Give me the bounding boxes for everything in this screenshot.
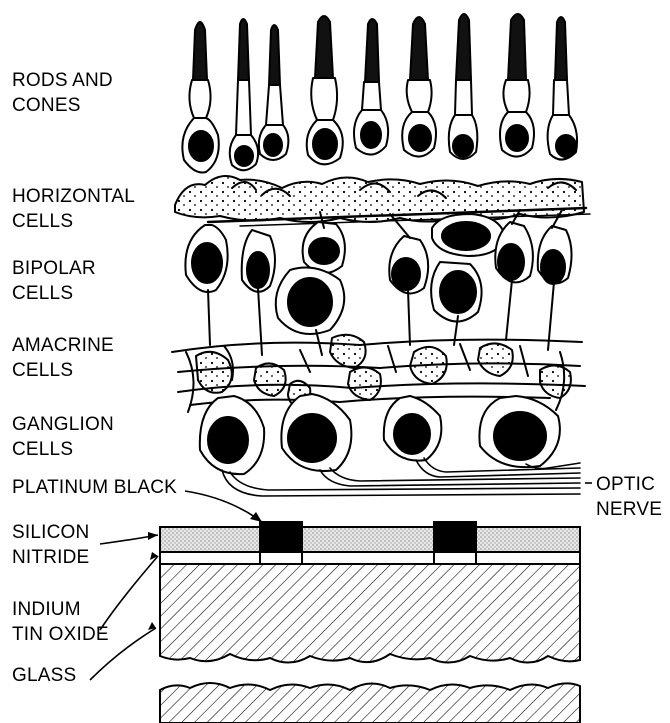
- photoreceptor-outer-segments: [193, 14, 567, 85]
- label-indium-tin-oxide-line1: INDIUM: [12, 597, 109, 622]
- label-amacrine-cells: AMACRINE CELLS: [12, 333, 114, 383]
- label-amacrine-cells-line1: AMACRINE: [12, 333, 114, 358]
- label-optic-nerve: OPTIC NERVE: [596, 472, 662, 522]
- outer-plexiform-layer: [175, 176, 590, 226]
- label-silicon-nitride-line1: SILICON: [12, 520, 89, 545]
- retina-layer: [172, 14, 590, 496]
- label-optic-nerve-line1: OPTIC: [596, 472, 662, 497]
- label-indium-tin-oxide: INDIUM TIN OXIDE: [12, 597, 109, 647]
- silicon-nitride-layer: [160, 527, 580, 552]
- label-platinum-black: PLATINUM BLACK: [12, 475, 177, 500]
- electrode-stack: [160, 522, 580, 723]
- platinum-black-electrode-left: [260, 522, 302, 552]
- label-bipolar-cells-line1: BIPOLAR: [12, 256, 96, 281]
- label-ganglion-cells-line2: CELLS: [12, 437, 114, 462]
- label-rods-and-cones: RODS AND CONES: [12, 68, 113, 118]
- glass-upper-block: [160, 564, 580, 663]
- ganglion-cells: [200, 394, 560, 474]
- horizontal-cell: [432, 214, 505, 256]
- label-bipolar-cells: BIPOLAR CELLS: [12, 256, 96, 306]
- label-horizontal-cells: HORIZONTAL CELLS: [12, 184, 135, 234]
- label-amacrine-cells-line2: CELLS: [12, 358, 114, 383]
- label-optic-nerve-line2: NERVE: [596, 497, 662, 522]
- label-platinum-black-text: PLATINUM BLACK: [12, 475, 177, 500]
- optic-nerve-fibers: [222, 458, 580, 496]
- label-bipolar-cells-line2: CELLS: [12, 281, 96, 306]
- glass-lower-block: [160, 683, 580, 723]
- label-glass: GLASS: [12, 663, 76, 688]
- label-horizontal-cells-line2: CELLS: [12, 209, 135, 234]
- label-rods-and-cones-line2: CONES: [12, 93, 113, 118]
- label-ganglion-cells-line1: GANGLION: [12, 412, 114, 437]
- platinum-black-electrode-right: [434, 522, 476, 552]
- label-glass-text: GLASS: [12, 663, 76, 688]
- label-rods-and-cones-line1: RODS AND: [12, 68, 113, 93]
- label-silicon-nitride-line2: NITRIDE: [12, 545, 89, 570]
- label-silicon-nitride: SILICON NITRIDE: [12, 520, 89, 570]
- label-ganglion-cells: GANGLION CELLS: [12, 412, 114, 462]
- indium-tin-oxide-layer: [160, 552, 580, 564]
- bipolar-cells: [185, 222, 571, 334]
- label-indium-tin-oxide-line2: TIN OXIDE: [12, 622, 109, 647]
- label-horizontal-cells-line1: HORIZONTAL: [12, 184, 135, 209]
